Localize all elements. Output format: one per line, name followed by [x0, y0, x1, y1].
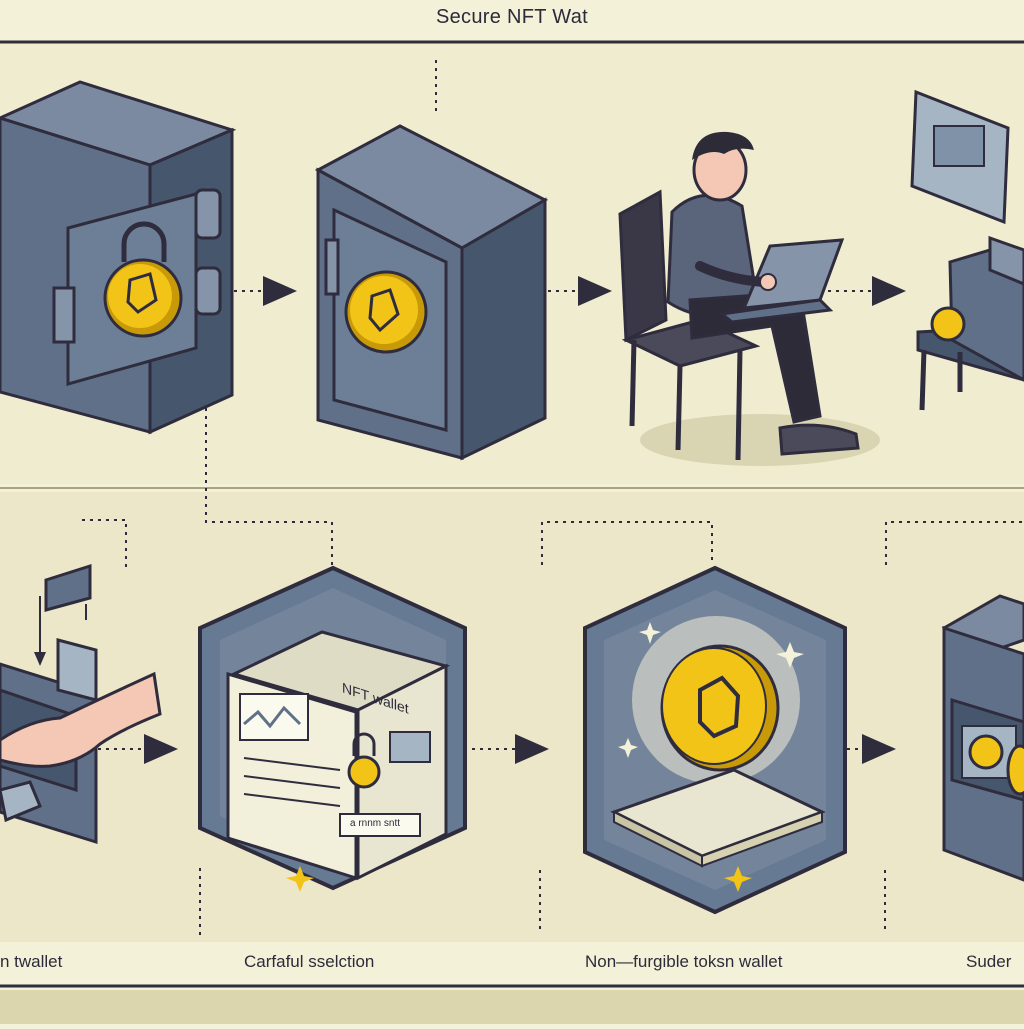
safe-locked: [0, 80, 237, 435]
caption-careful-selection: Carfaful sselction: [244, 952, 375, 971]
coin-icon: [347, 755, 381, 789]
hand-icon: [0, 671, 162, 768]
chair-icon: [618, 189, 668, 343]
vault-with-coins: [941, 594, 1024, 882]
wallet-on-table: [910, 89, 1024, 411]
coin-icon: [968, 734, 1004, 770]
lock-icon: [121, 221, 167, 262]
caption-wallet: n twallet: [0, 952, 63, 971]
coin-icon: [930, 306, 966, 342]
sparkle-icon: [639, 622, 661, 644]
person-with-laptop: [618, 131, 880, 466]
caption-non-fungible-token-wallet: Non—furgible toksn wallet: [585, 952, 783, 971]
card-insert-machine: [0, 563, 162, 845]
safe-open: [314, 124, 549, 461]
bottom-band: [0, 492, 1024, 942]
connector-lines: [82, 60, 1024, 935]
diagram-title: Secure NFT Wat: [435, 6, 588, 28]
hexagon-document-box: [198, 565, 467, 892]
arrow-right-icon: [144, 276, 906, 764]
box-tag: a rnnm sntt: [350, 818, 401, 829]
hexagon-glowing-coin: [583, 565, 847, 915]
footer-band: [0, 990, 1024, 1024]
sparkle-icon: [286, 866, 314, 892]
caption-success: Suder: [966, 952, 1012, 971]
lock-icon: [352, 732, 376, 756]
